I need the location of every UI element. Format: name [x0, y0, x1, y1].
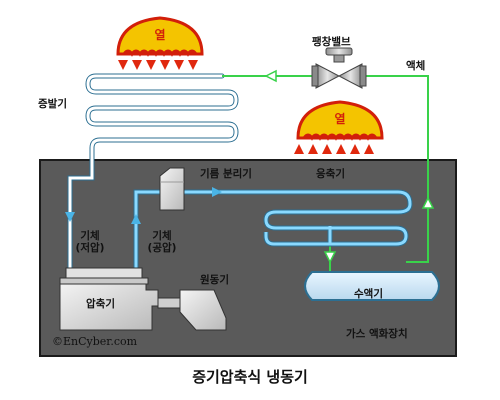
gas-low-line1: 기체 [80, 230, 100, 242]
condenser-coil [133, 189, 413, 270]
separator-label: 기름 분리기 [200, 168, 252, 180]
flow-arrow-liquid-top [264, 69, 277, 83]
diagram-caption: 증기압축식 냉동기 [192, 368, 308, 386]
motor-icon [157, 289, 227, 331]
oil-separator-icon [159, 167, 185, 211]
flow-arrow-liquid-right [421, 196, 435, 209]
compressor-label: 압축기 [86, 298, 115, 310]
motor-label: 원동기 [200, 274, 229, 286]
heat-label-mid: 열 [334, 111, 345, 126]
liquefier-label: 가스 액화장치 [346, 328, 408, 340]
gas-low-line2: (저압) [75, 242, 105, 255]
gas-high-line1: 기체 [152, 230, 172, 242]
heat-arrows-up [294, 144, 374, 154]
condenser-label: 응축기 [316, 168, 345, 180]
gas-high-line2: (공압) [147, 242, 177, 255]
gas-high-label: 기체 (공압) [142, 230, 182, 254]
expansion-valve-label: 팽창밸브 [312, 36, 351, 48]
flow-arrow-gas-right [212, 187, 222, 197]
compressor-icon [59, 267, 159, 331]
liquid-label: 액체 [406, 60, 426, 72]
evaporator-label: 증발기 [38, 98, 67, 110]
copyright-label: ©EnCyber.com [52, 335, 138, 348]
gas-low-label: 기체 (저압) [72, 230, 108, 254]
heat-source-icon [296, 100, 384, 141]
receiver-label: 수액기 [354, 288, 383, 300]
evaporator-coil [67, 73, 239, 273]
expansion-valve-icon [311, 47, 367, 89]
flow-arrow-suction-down [65, 212, 75, 222]
heat-arrows-down [118, 60, 198, 70]
flow-arrow-liquid-down [323, 251, 337, 264]
receiver-tank-icon [304, 271, 440, 301]
heat-label-top: 열 [154, 27, 165, 42]
flow-arrow-gas-up [131, 214, 141, 224]
heat-source-icon [116, 16, 204, 57]
